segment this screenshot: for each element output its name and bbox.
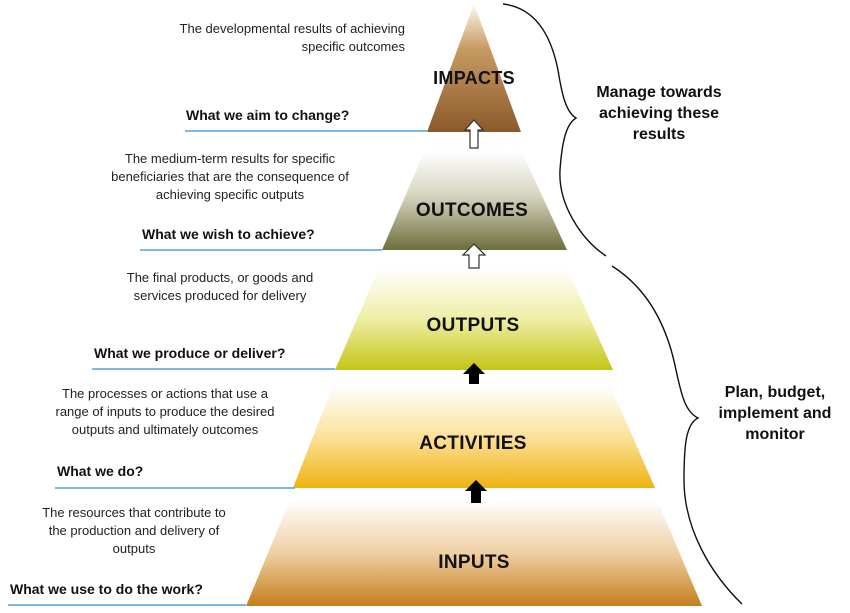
upper-brace (502, 3, 607, 257)
upper-bracket-line: results (632, 126, 686, 143)
impacts-label: IMPACTS (433, 68, 515, 88)
lower-brace (611, 265, 743, 605)
lower-bracket-line: monitor (745, 426, 805, 443)
outcomes-tier (382, 150, 567, 250)
inputs-label: INPUTS (438, 552, 510, 573)
outcomes-label: OUTCOMES (415, 200, 529, 221)
inputs-question: What we use to do the work? (10, 581, 203, 597)
inputs-tier (246, 500, 702, 606)
activities-tier (293, 385, 655, 488)
outcomes-description: The medium-term results for specific ben… (95, 150, 365, 204)
impacts-tier (427, 4, 521, 132)
activities-description-line: outputs and ultimately outcomes (71, 422, 259, 437)
activities-description-line: range of inputs to produce the desired (55, 404, 275, 419)
outputs-tier (335, 268, 613, 370)
outputs-description-line: services produced for delivery (133, 288, 307, 303)
outputs-label: OUTPUTS (426, 315, 520, 336)
impacts-description-line: specific outcomes (301, 39, 405, 54)
arrow-up-icon (463, 119, 485, 149)
activities-description: The processes or actions that use a rang… (30, 385, 300, 439)
arrow-up-icon (461, 243, 487, 269)
outcomes-description-line: achieving specific outputs (155, 187, 305, 202)
inputs-description: The resources that contribute to the pro… (14, 504, 254, 558)
upper-bracket-label: Manage towards achieving these results (584, 82, 734, 145)
outputs-description-line: The final products, or goods and (126, 270, 314, 285)
outputs-description: The final products, or goods and service… (100, 269, 340, 305)
impacts-description: The developmental results of achieving s… (150, 20, 405, 56)
inputs-description-line: the production and delivery of (48, 523, 220, 538)
outcomes-description-line: The medium-term results for specific (124, 151, 336, 166)
lower-bracket-line: Plan, budget, (724, 384, 826, 401)
arrow-up-icon (465, 480, 487, 503)
lower-bracket-label: Plan, budget, implement and monitor (705, 382, 845, 445)
outcomes-question: What we wish to achieve? (142, 226, 315, 242)
outcomes-description-line: beneficiaries that are the consequence o… (111, 169, 349, 184)
inputs-description-line: The resources that contribute to (42, 505, 226, 520)
activities-description-line: The processes or actions that use a (62, 386, 268, 401)
outputs-question: What we produce or deliver? (94, 345, 286, 361)
inputs-description-line: outputs (112, 541, 156, 556)
impacts-description-line: The developmental results of achieving (179, 21, 405, 36)
upper-bracket-line: achieving these (598, 105, 720, 122)
activities-question: What we do? (57, 463, 144, 479)
lower-bracket-line: implement and (718, 405, 832, 422)
activities-label: ACTIVITIES (419, 433, 527, 454)
impacts-question: What we aim to change? (186, 107, 350, 123)
upper-bracket-line: Manage towards (596, 84, 722, 101)
arrow-up-icon (463, 363, 485, 384)
